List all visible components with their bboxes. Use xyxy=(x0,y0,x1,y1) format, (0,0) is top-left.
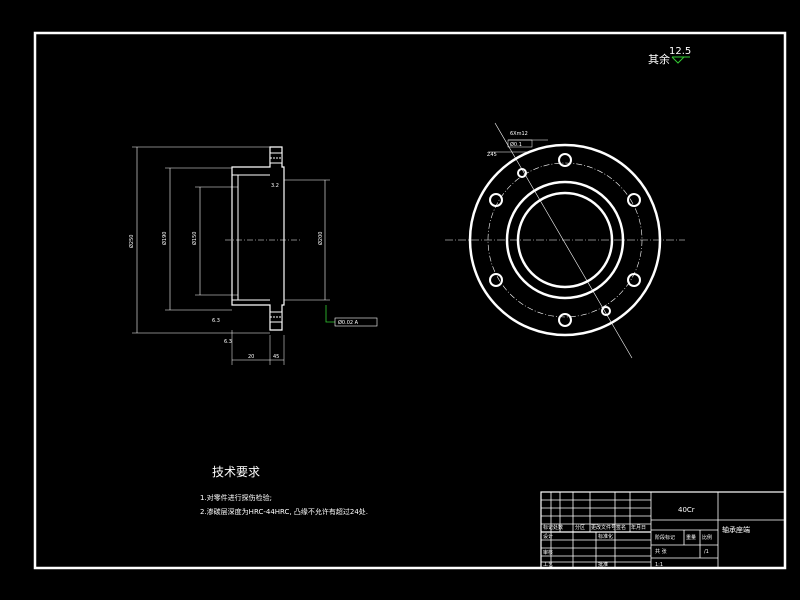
section-view xyxy=(132,146,335,365)
datum-frame: Ø0.02 A xyxy=(334,317,378,327)
svg-text:阶段标记: 阶段标记 xyxy=(655,534,675,541)
width-dim-1: 20 xyxy=(248,354,254,360)
material-label: 40Cr xyxy=(678,506,695,514)
bolt-hole xyxy=(489,273,503,287)
svg-text:审核: 审核 xyxy=(543,549,553,556)
bolt-hole xyxy=(489,193,503,207)
title-block xyxy=(540,491,786,569)
svg-text:批准: 批准 xyxy=(598,561,608,568)
title-block-text: 标记 处数 分区 更改文件号 签名 年月日 设计 标准化 审核 工艺 批准 阶段… xyxy=(543,506,750,568)
width-dim-2: 45 xyxy=(273,354,279,360)
svg-text:分区: 分区 xyxy=(575,524,585,531)
svg-text:年月日: 年月日 xyxy=(631,524,646,531)
tech-item-1: 1.对零件进行探伤检验; xyxy=(200,493,272,502)
svg-text:设计: 设计 xyxy=(543,533,553,540)
svg-text:标记: 标记 xyxy=(543,524,553,531)
front-view xyxy=(445,122,685,359)
position-tol-frame: Ø0.1 xyxy=(507,139,533,148)
tech-item-2: 2.渗碳层深度为HRC-44HRC, 凸缘不允许有超过24处. xyxy=(200,507,368,516)
angle-mark: Z45 xyxy=(487,152,497,158)
svg-text:工艺: 工艺 xyxy=(543,562,553,568)
surface-mark: 3.2 xyxy=(271,183,279,189)
bolt-hole xyxy=(558,313,572,327)
bolt-hole xyxy=(627,273,641,287)
part-name-label: 轴承座端 xyxy=(722,525,750,534)
svg-text:共 张: 共 张 xyxy=(655,548,667,555)
svg-text:标准化: 标准化 xyxy=(598,533,613,540)
svg-text:处数: 处数 xyxy=(553,524,563,531)
roughness-label: 其余 xyxy=(648,52,670,66)
dim-outer: Ø250 xyxy=(128,235,135,248)
roughness-note: 其余 12.5 xyxy=(648,46,691,66)
svg-text:Ø0.1: Ø0.1 xyxy=(510,141,522,148)
scale-value: 1:1 xyxy=(655,562,663,568)
svg-text:签名: 签名 xyxy=(616,524,626,531)
bolt-callout: 6Xm12 xyxy=(510,131,528,137)
rough-left-1: 6.3 xyxy=(212,318,220,324)
section-outline xyxy=(231,146,285,331)
svg-text:更改文件号: 更改文件号 xyxy=(591,524,616,531)
dim-bore: Ø200 xyxy=(317,232,324,245)
svg-text:比例: 比例 xyxy=(702,534,712,541)
sheet-number: /1 xyxy=(704,549,709,555)
roughness-value: 12.5 xyxy=(669,46,691,57)
svg-text:Ø0.02 A: Ø0.02 A xyxy=(338,319,359,326)
rough-left-2: 6.3 xyxy=(224,339,232,345)
drawing-border xyxy=(33,31,787,570)
roughness-symbol xyxy=(671,56,685,64)
tech-title: 技术要求 xyxy=(212,465,260,479)
dim-inner: Ø150 xyxy=(191,232,198,245)
svg-text:重量: 重量 xyxy=(686,534,696,541)
dim-mid: Ø190 xyxy=(161,232,168,245)
tech-requirements: 技术要求 1.对零件进行探伤检验; 2.渗碳层深度为HRC-44HRC, 凸缘不… xyxy=(200,465,368,516)
bolt-hole xyxy=(558,153,572,167)
bolt-hole xyxy=(627,193,641,207)
